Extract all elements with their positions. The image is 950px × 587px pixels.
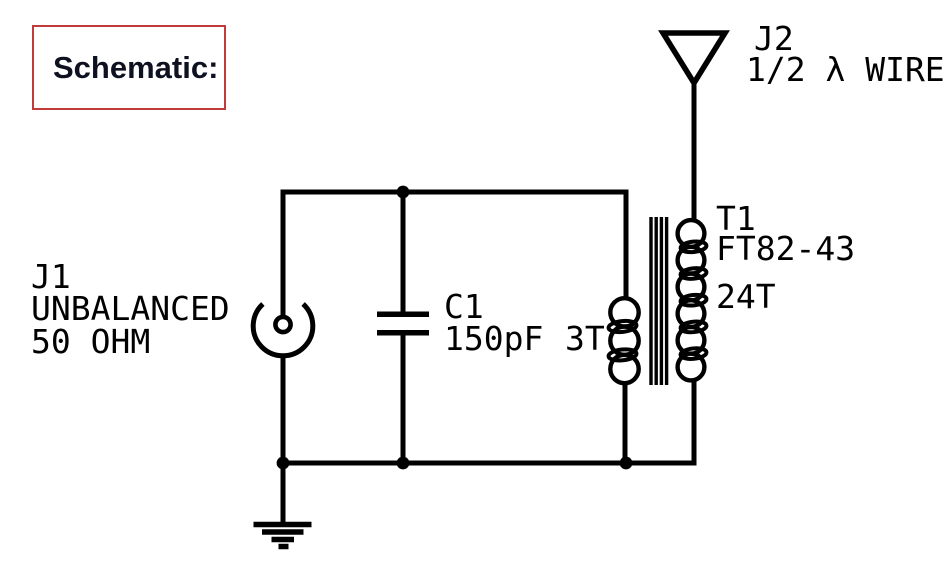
coil-loop [678,292,709,308]
c1-ref-label: C1 [444,287,484,326]
junction-dot [619,456,633,470]
t1-secondary-winding [675,217,709,383]
ground-symbol [253,521,312,550]
j2-ref-label: J2 [754,19,794,58]
coil-loop [678,239,709,255]
coil-loop [678,346,709,361]
coil-loop [606,318,639,335]
schematic-title-box: Schematic: [32,25,226,110]
j1-desc2-label: 50 OHM [31,322,151,361]
t1-secondary-label: 24T [716,277,776,316]
junction-dots [276,185,633,470]
c1-value-label: 150pF [444,319,544,358]
capacitor-symbol [377,311,429,336]
junction-dot [396,456,410,470]
wire-top-bus [280,189,629,316]
j1-center-pin [273,314,293,335]
t1-primary-winding [606,295,641,386]
t1-primary-label: 3T [565,319,605,358]
j1-connector-symbol [250,302,316,359]
coil-turn [608,352,641,386]
coil-loop [678,266,709,281]
coil-turn [675,351,707,383]
transformer-core [649,217,669,385]
j1-shield-arc [250,302,316,359]
j1-desc1-label: UNBALANCED [31,289,230,328]
t1-core-label: FT82-43 [716,229,856,268]
page-title: Schematic: [53,49,219,85]
antenna-symbol [658,30,730,89]
junction-dot [396,185,410,199]
t1-ref-label: T1 [716,199,756,238]
wires [280,80,697,523]
coil-loop [678,319,709,335]
j1-ref-label: J1 [31,257,71,296]
coil-loop [606,347,639,363]
j2-desc-label: 1/2 λ WIRE [746,50,945,89]
junction-dot [276,456,290,470]
